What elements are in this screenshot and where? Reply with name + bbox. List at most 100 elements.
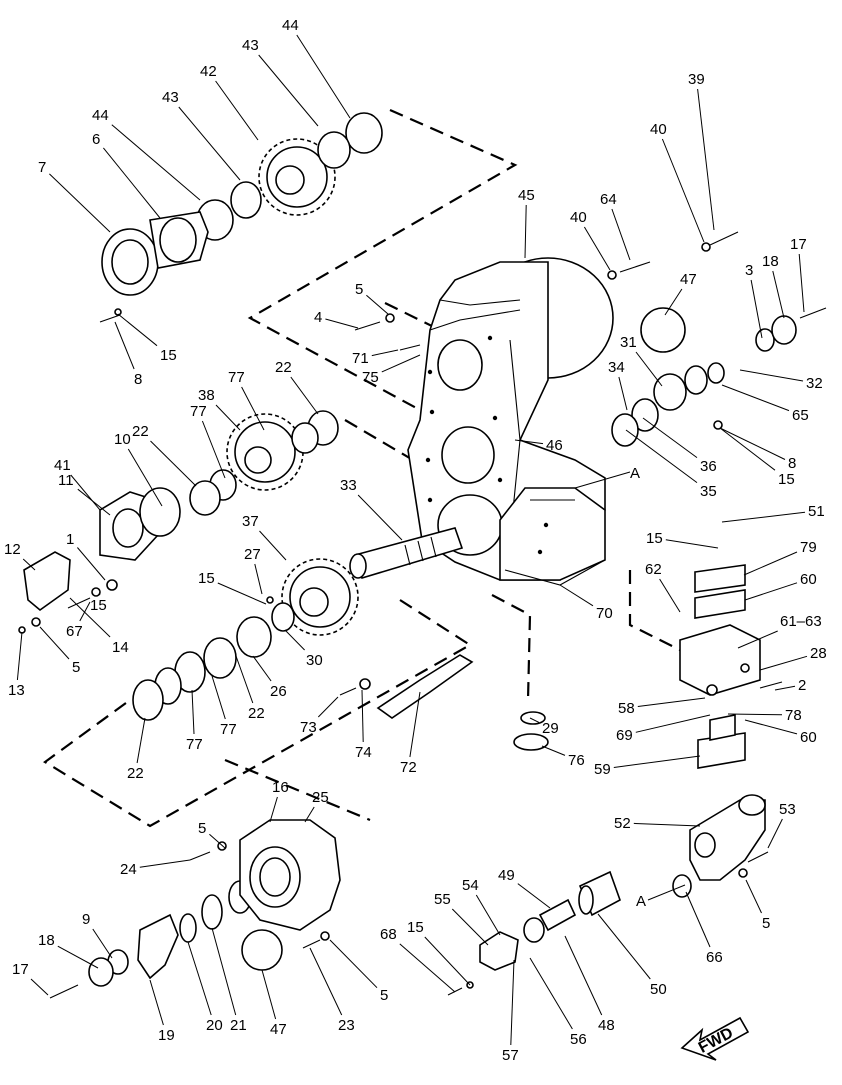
callout-number: 9 xyxy=(82,911,90,928)
callout-leader-line xyxy=(30,978,49,996)
callout-number: 23 xyxy=(338,1017,355,1034)
callout-leader-line xyxy=(309,947,343,1016)
callout-number: 61–63 xyxy=(780,613,822,630)
callout-leader-line xyxy=(117,313,158,347)
callout-leader-line xyxy=(744,719,798,735)
callout-number: 15 xyxy=(198,570,215,587)
callout-number: 64 xyxy=(600,191,617,208)
yoke-19 xyxy=(137,913,179,980)
callout-number: 55 xyxy=(434,891,451,908)
callout-number: 69 xyxy=(616,727,633,744)
callout-number: 5 xyxy=(355,281,363,298)
callout-number: 7 xyxy=(38,159,46,176)
callout-number: 48 xyxy=(598,1017,615,1034)
callout-number: 5 xyxy=(198,820,206,837)
callout-number: 30 xyxy=(306,652,323,669)
callout-leader-line xyxy=(739,369,804,382)
callout-number: 76 xyxy=(568,752,585,769)
callout-number: 77 xyxy=(220,721,237,738)
callout-number: 6 xyxy=(92,131,100,148)
callout-number: 42 xyxy=(200,63,217,80)
callout-number: 57 xyxy=(502,1047,519,1064)
gear-38 xyxy=(226,413,304,491)
callout-leader-line xyxy=(664,288,683,316)
callout-number: 22 xyxy=(127,765,144,782)
callout-leader-line xyxy=(114,321,135,370)
callout-number: 21 xyxy=(230,1017,247,1034)
callout-leader-line xyxy=(642,417,698,459)
fwd-direction-arrow: FWD xyxy=(680,1016,750,1061)
callout-leader-line xyxy=(618,376,628,411)
callout-leader-line xyxy=(235,655,254,704)
callout-number: 77 xyxy=(190,403,207,420)
callout-number: 75 xyxy=(362,369,379,386)
callout-number: 5 xyxy=(72,659,80,676)
callout-number: 1 xyxy=(66,531,74,548)
callout-number: 50 xyxy=(650,981,667,998)
callout-number: 26 xyxy=(270,683,287,700)
detail-balloons xyxy=(241,307,686,971)
callout-number: 68 xyxy=(380,926,397,943)
callout-leader-line xyxy=(150,440,197,487)
callout-leader-line xyxy=(296,34,351,119)
callout-leader-line xyxy=(661,138,705,243)
callout-number: 2 xyxy=(798,677,806,694)
callout-leader-line xyxy=(136,717,146,764)
gear-42 xyxy=(258,138,336,216)
callout-number: 44 xyxy=(282,17,299,34)
callout-leader-line xyxy=(637,697,706,707)
callout-number: 77 xyxy=(228,369,245,386)
callout-layer: 1234555556788910111213141515151515151617… xyxy=(4,17,827,1064)
callout-number: 31 xyxy=(620,334,637,351)
callout-leader-line xyxy=(357,494,403,541)
callout-leader-line xyxy=(399,943,456,993)
callout-leader-line xyxy=(759,655,808,671)
callout-leader-line xyxy=(290,376,319,415)
callout-leader-line xyxy=(529,957,573,1030)
callout-number: 73 xyxy=(300,719,317,736)
callout-leader-line xyxy=(209,833,226,849)
callout-number: 34 xyxy=(608,359,625,376)
callout-leader-line xyxy=(750,279,763,339)
callout-number: 22 xyxy=(275,359,292,376)
callout-leader-line xyxy=(424,936,471,986)
callout-leader-line xyxy=(304,806,315,823)
callout-number: 27 xyxy=(244,546,261,563)
filter-assembly xyxy=(479,870,621,971)
callout-leader-line xyxy=(361,689,364,743)
callout-number: 37 xyxy=(242,513,259,530)
callout-leader-line xyxy=(625,429,698,484)
callout-leader-line xyxy=(772,270,785,319)
section-markers: A A xyxy=(574,465,686,910)
callout-number: 40 xyxy=(650,121,667,138)
callout-number: 78 xyxy=(785,707,802,724)
callout-number: 17 xyxy=(12,961,29,978)
callout-leader-line xyxy=(92,928,113,959)
callout-leader-line xyxy=(633,822,701,827)
callout-leader-line xyxy=(635,714,711,733)
callout-leader-line xyxy=(259,530,287,561)
callout-leader-line xyxy=(252,655,272,682)
callout-number: 41 xyxy=(54,457,71,474)
output-housing xyxy=(239,819,341,931)
callout-leader-line xyxy=(16,631,23,681)
callout-leader-line xyxy=(719,427,776,471)
callout-number: 3 xyxy=(745,262,753,279)
callout-number: 60 xyxy=(800,729,817,746)
tube-72 xyxy=(376,654,474,719)
callout-number: 53 xyxy=(779,801,796,818)
callout-leader-line xyxy=(69,597,111,638)
callout-leader-line xyxy=(727,713,783,716)
callout-leader-line xyxy=(201,420,226,479)
callout-leader-line xyxy=(317,696,339,718)
callout-leader-line xyxy=(737,630,778,649)
callout-number: 22 xyxy=(132,423,149,440)
callout-leader-line xyxy=(139,859,191,868)
callout-leader-line xyxy=(284,629,305,651)
callout-number: 71 xyxy=(352,350,369,367)
callout-number: 44 xyxy=(92,107,109,124)
callout-leader-line xyxy=(22,558,36,571)
callout-number: 29 xyxy=(542,720,559,737)
callout-leader-line xyxy=(57,945,99,969)
